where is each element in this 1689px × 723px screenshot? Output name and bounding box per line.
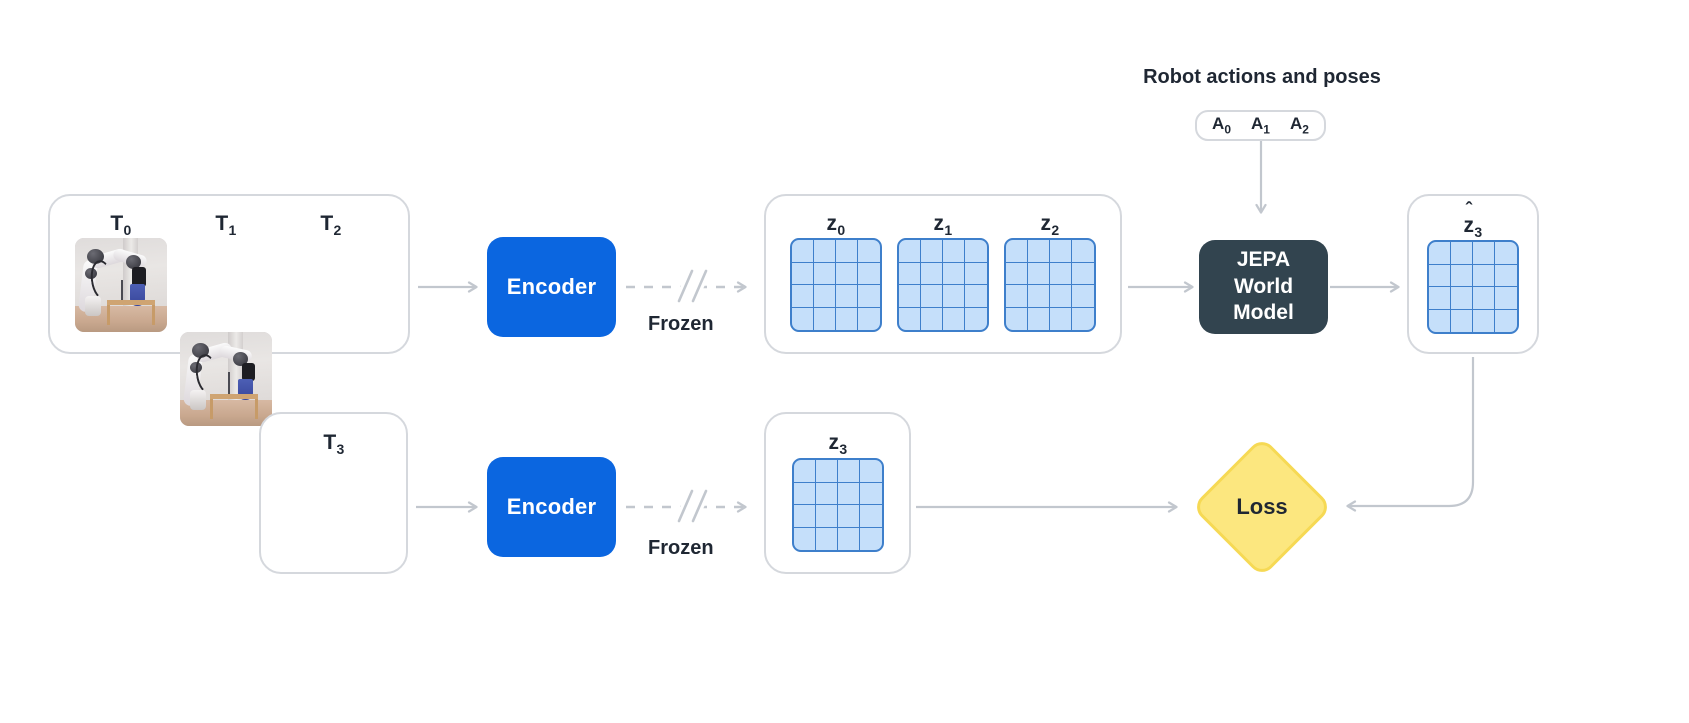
jepa-world-model-block[interactable]: JEPA World Model: [1199, 240, 1328, 334]
target-frame-group: [259, 412, 408, 574]
encoder-top[interactable]: Encoder: [487, 237, 616, 337]
frame-label-t3-sub: 3: [336, 441, 345, 458]
prediction-label-sub: 3: [1474, 224, 1483, 241]
frozen-label-bottom: Frozen: [648, 537, 714, 559]
latent-label-z0: z0: [790, 212, 882, 238]
latent-label-z2-sub: 2: [1051, 222, 1060, 239]
encoder-top-label: Encoder: [506, 274, 597, 299]
latent-label-z3: z3: [792, 431, 884, 457]
frame-label-t2-sub: 2: [333, 222, 342, 239]
robot-actions-heading: Robot actions and poses: [1143, 66, 1381, 88]
latent-label-z3-symbol: z: [828, 431, 840, 454]
jepa-line-2: World: [1233, 274, 1294, 298]
loss-label: Loss: [1236, 494, 1288, 519]
latent-label-z2-symbol: z: [1040, 212, 1052, 235]
prediction-label-zhat3: z3: [1427, 214, 1519, 240]
frame-label-t1: T1: [180, 212, 272, 238]
frame-label-t1-sub: 1: [228, 222, 237, 239]
frame-label-t0-sub: 0: [123, 222, 132, 239]
latent-label-z0-sub: 0: [837, 222, 846, 239]
context-frame-image-t1: [180, 332, 272, 426]
frame-label-t2-symbol: T: [320, 212, 334, 235]
action-token-a2: A2: [1289, 114, 1309, 137]
prediction-label-symbol: z: [1464, 214, 1475, 238]
jepa-line-3: Model: [1233, 301, 1294, 325]
frame-label-t1-symbol: T: [215, 212, 229, 235]
action-token-a1: A1: [1251, 114, 1270, 137]
loss-node[interactable]: Loss: [1191, 436, 1333, 578]
frame-label-t3: T3: [288, 431, 380, 457]
latent-label-z1-sub: 1: [944, 222, 953, 239]
prediction-grid-zhat3: [1427, 240, 1519, 334]
context-frame-image-t0: [75, 238, 167, 332]
frame-label-t0: T0: [75, 212, 167, 238]
frame-label-t0-symbol: T: [110, 212, 124, 235]
action-token-a0: A0: [1212, 114, 1232, 137]
latent-label-z3-sub: 3: [839, 441, 848, 458]
jepa-line-1: JEPA: [1236, 247, 1291, 271]
encoder-bottom[interactable]: Encoder: [487, 457, 616, 557]
latent-grid-z1: [897, 238, 989, 332]
latent-grid-z0: [790, 238, 882, 332]
frozen-label-top: Frozen: [648, 313, 714, 335]
latent-label-z1-symbol: z: [933, 212, 945, 235]
latent-label-z2: z2: [1004, 212, 1096, 238]
encoder-bottom-label: Encoder: [506, 494, 597, 519]
actions-pill: A0 A1 A2: [1195, 110, 1326, 141]
latent-label-z0-symbol: z: [826, 212, 838, 235]
frame-label-t3-symbol: T: [323, 431, 337, 454]
latent-label-z1: z1: [897, 212, 989, 238]
latent-grid-z3: [792, 458, 884, 552]
latent-grid-z2: [1004, 238, 1096, 332]
frame-label-t2: T2: [285, 212, 377, 238]
